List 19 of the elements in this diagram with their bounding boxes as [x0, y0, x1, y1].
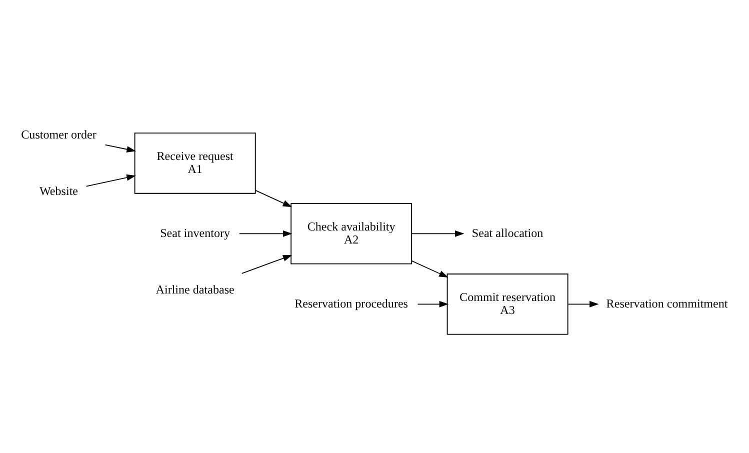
node-box: Commit reservation A3: [446, 274, 568, 335]
node-text: Seat inventory: [160, 226, 230, 240]
arrow: [255, 190, 292, 208]
node-box: Check availability A2: [290, 203, 412, 264]
arrow: [238, 230, 292, 237]
arrow: [568, 300, 599, 308]
arrow: [411, 230, 464, 237]
arrow: [417, 300, 449, 308]
node-box: Receive request A1: [134, 132, 256, 194]
arrow: [86, 174, 136, 187]
node-text: Reservation commitment: [606, 296, 728, 310]
node-text: Customer order: [21, 128, 96, 142]
arrow: [241, 255, 292, 274]
node-text: Website: [40, 184, 78, 198]
node-text: Airline database: [156, 282, 234, 296]
node-text: Seat allocation: [472, 226, 544, 240]
arrow: [411, 260, 448, 278]
node-text: Reservation procedures: [294, 296, 408, 310]
arrow: [104, 144, 136, 152]
